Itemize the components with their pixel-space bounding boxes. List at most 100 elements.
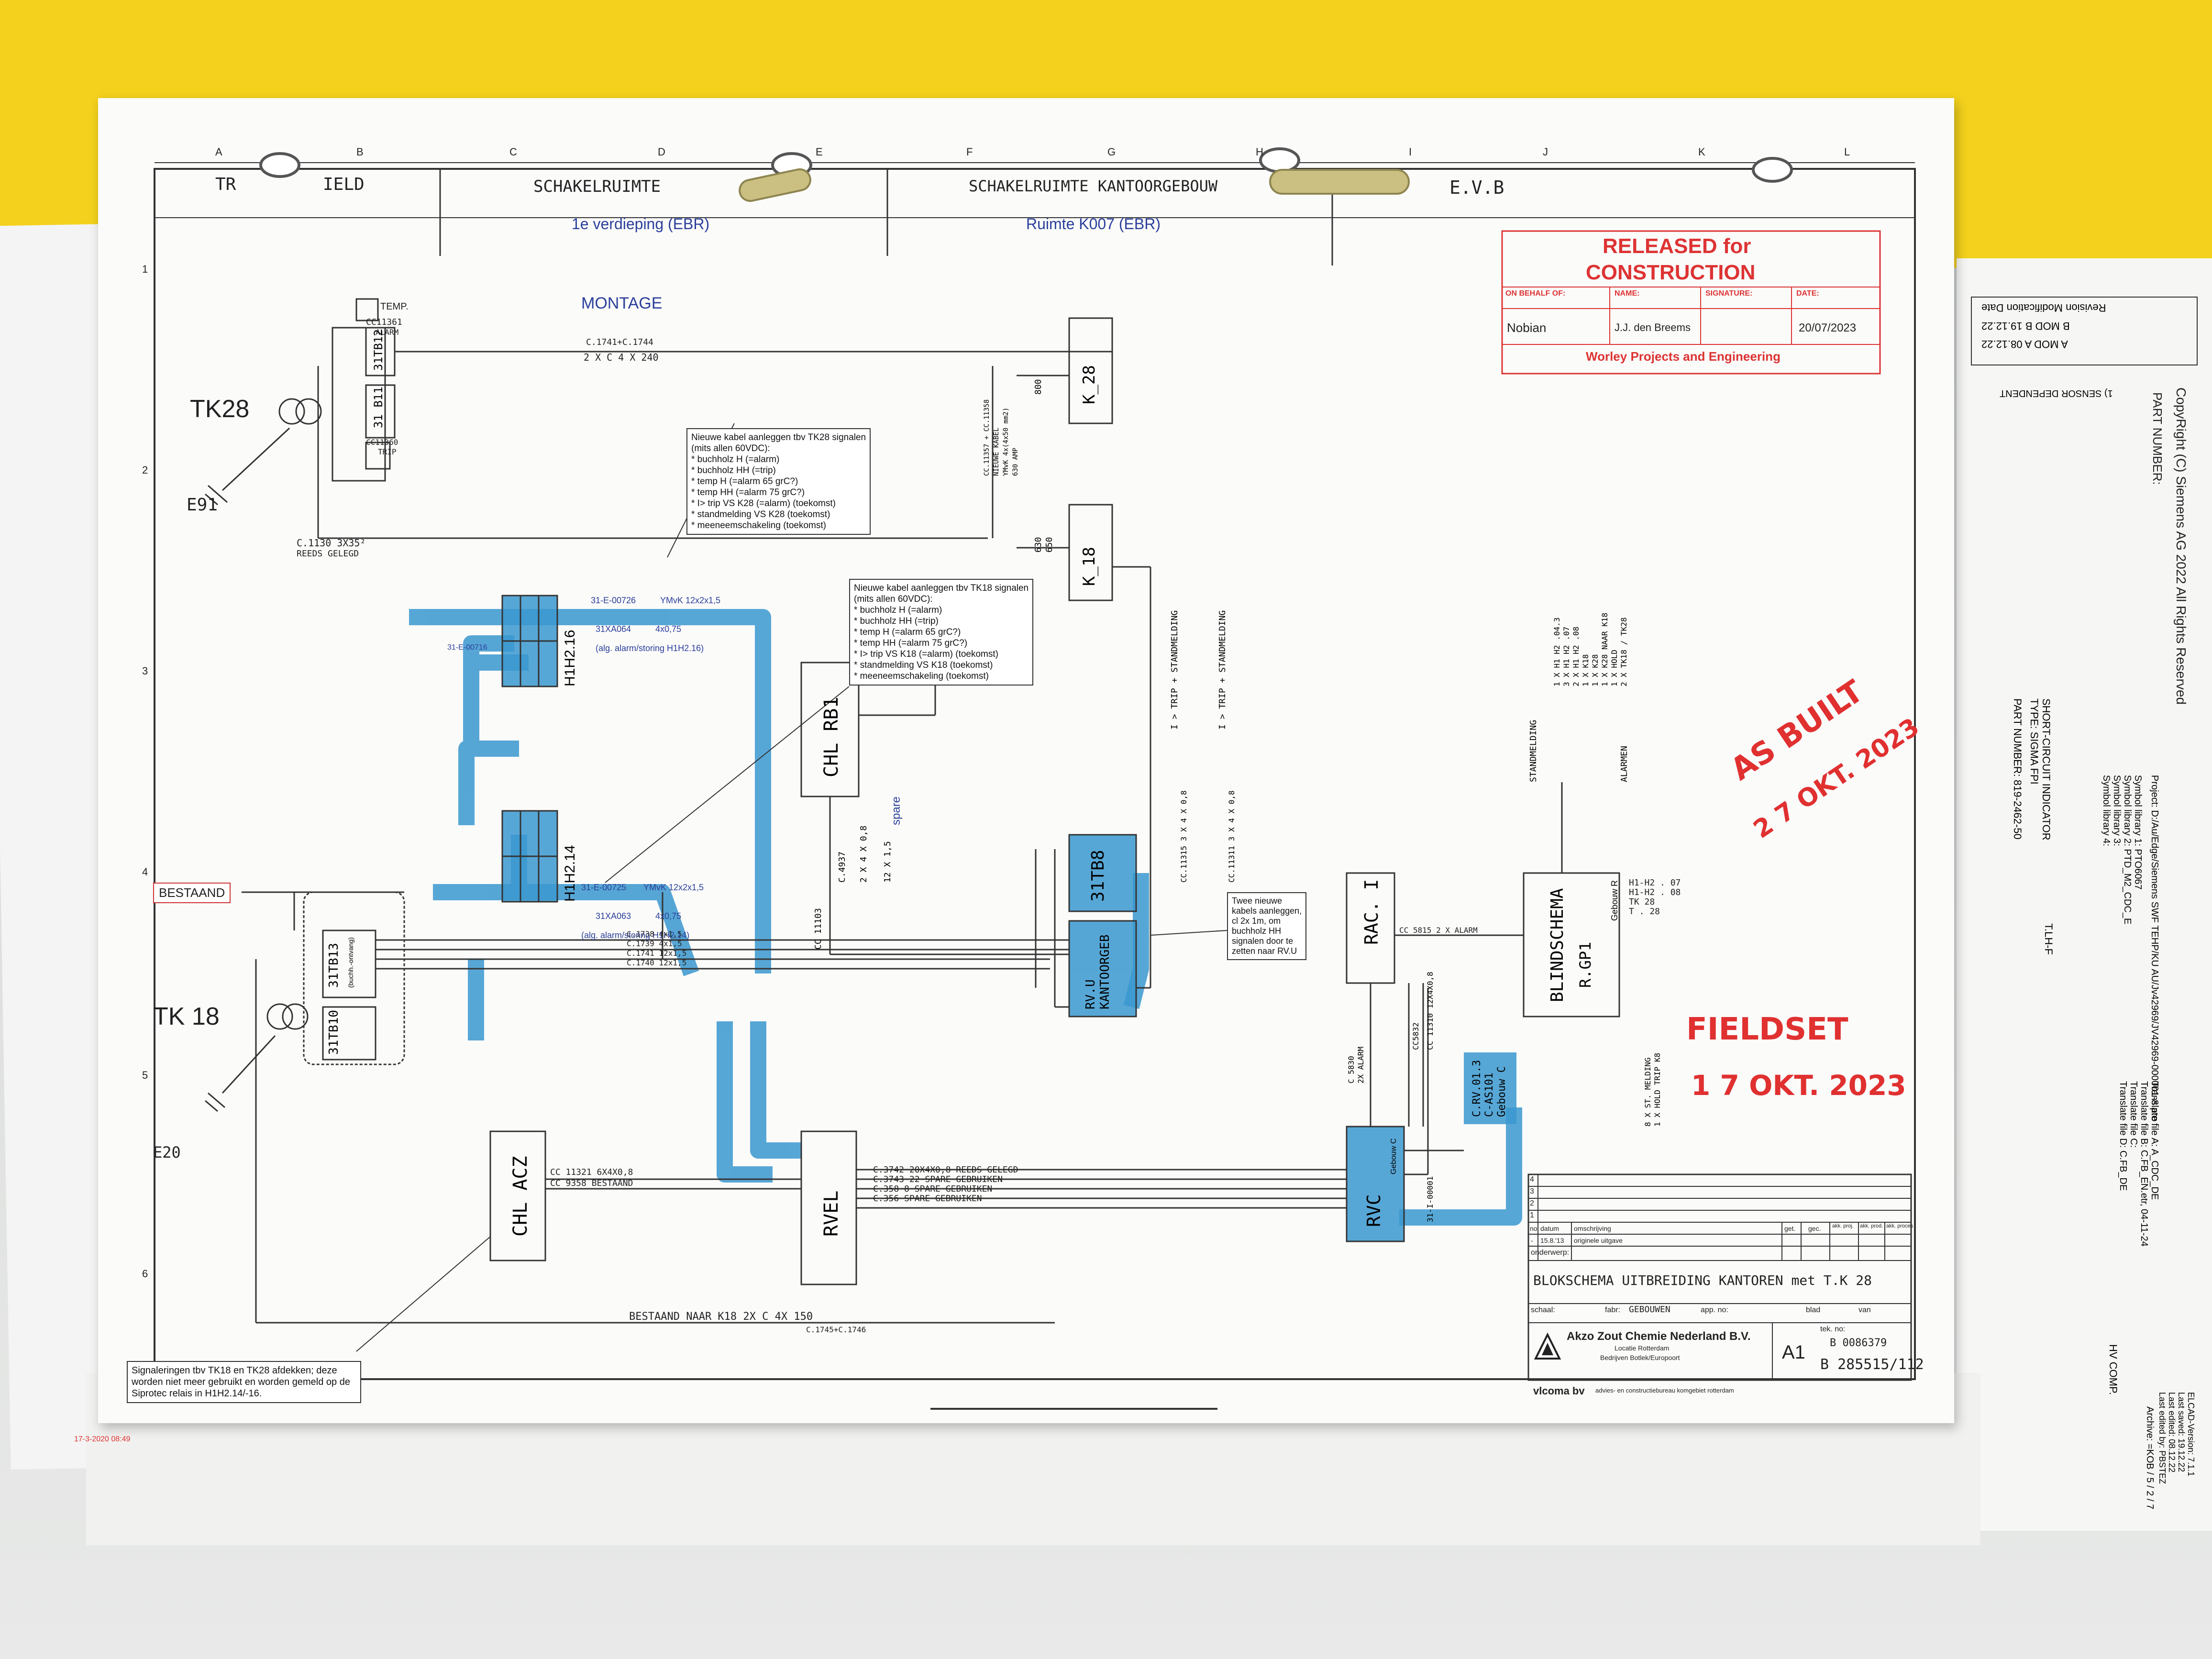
side-part-number-label: PART NUMBER: — [2150, 392, 2165, 485]
header-col4-title: E.V.B — [1449, 177, 1504, 198]
c1130-label: C.1130 3X35² — [297, 537, 366, 549]
right-sheet — [1957, 258, 2212, 1531]
right-item-3: TK 28 — [1629, 897, 1655, 907]
grid-letter-k: K — [1698, 146, 1705, 158]
tk18-note: Nieuwe kabel aanleggen tbv TK18 signalen… — [849, 579, 1034, 686]
twee-note-line: Twee nieuwe — [1232, 896, 1283, 906]
k18-label: K_18 — [1080, 547, 1099, 586]
side-elcad-1: ELCAD-Version: 7.1.1 — [2186, 1392, 2196, 1477]
alarm-label: ALARM — [376, 328, 399, 337]
blindschema-gebouw-label: Gebouw R — [1610, 880, 1619, 921]
c11311-label: CC.11311 3 X 4 X 0,8 — [1227, 790, 1236, 883]
c5830-label: C 5830 — [1347, 1056, 1356, 1084]
grid-letter-c: C — [509, 146, 517, 158]
released-title-2: CONSTRUCTION — [1586, 261, 1756, 284]
tk18-note-line: * standmelding VS K18 (toekomst) — [854, 660, 993, 670]
cc5832-label: CC5832 — [1411, 1022, 1420, 1050]
side-sci: SHORT-CIRCUIT INDICATOR — [2040, 698, 2052, 841]
tk18-note-line: * meeneemschakeling (toekomst) — [854, 671, 989, 681]
rev-row-2: 2 — [1530, 1199, 1534, 1207]
right-item-2: H1-H2 . 08 — [1629, 887, 1681, 897]
c11315-label: CC.11315 3 X 4 X 0,8 — [1179, 790, 1188, 883]
tb10-label: 31TB10 — [327, 1010, 341, 1055]
side-translate-b: Translate file B: C.FB_EN.etr, 04-11-24 — [2139, 1081, 2149, 1247]
sheet-size: A1 — [1782, 1342, 1805, 1363]
crv-label: C.RV.01.3 C-AS101 Gebouw C — [1471, 1060, 1508, 1117]
header-col2-title: SCHAKELRUIMTE — [533, 177, 661, 196]
tk18-note-line: (mits allen 60VDC): — [854, 594, 933, 604]
print-timestamp: 17-3-2020 08:49 — [74, 1435, 131, 1443]
released-footer: Worley Projects and Engineering — [1586, 349, 1781, 364]
side-type: TYPE: SIGMA FPI — [2028, 698, 2040, 785]
e00001-label: 31-I-00001 — [1426, 1176, 1435, 1222]
twee-note-line: zetten naar RV.U — [1232, 946, 1297, 956]
released-name: J.J. den Breems — [1615, 321, 1691, 333]
tk18-note-line: * buchholz H (=alarm) — [854, 605, 942, 615]
tk28-note-line: * meeneemschakeling (toekomst) — [691, 520, 826, 531]
side-symbol-3: Symbol library 3: — [2112, 775, 2122, 846]
row-number-4: 4 — [142, 866, 148, 878]
grid-letter-j: J — [1543, 146, 1548, 158]
reeds-gelegd-label: REEDS GELEGD — [297, 549, 359, 559]
rev-row-3: 3 — [1530, 1187, 1534, 1195]
bl-item-8: 2 X TK18 / TK28 — [1619, 617, 1628, 687]
side-copyright: CopyRight (C) Siemens AG 2022 All Rights… — [2174, 387, 2189, 705]
rvc-gebouw-label: Gebouw C — [1390, 1138, 1398, 1174]
chl-acz-label: CHL ACZ — [509, 1156, 531, 1237]
bl-item-5: 1 X K28 — [1591, 654, 1600, 686]
tk28-note-line: * standmelding VS K28 (toekomst) — [691, 509, 830, 520]
trip-label: TRIP — [378, 447, 397, 456]
spare-label: spare — [890, 796, 903, 825]
hold-trip-label: 1 X HOLD TRIP K8 — [1653, 1052, 1662, 1127]
spec-12x15-label: 12 X 1,5 — [883, 841, 893, 883]
fabr-value: GEBOUWEN — [1629, 1305, 1670, 1315]
c1738-label: C.1738 4x1,5 — [627, 929, 682, 939]
schematic-drawing: A B C D E F G H I J K L 1 2 3 4 5 6 TR I… — [74, 98, 1954, 1443]
c1739-label: C.1739 4x1,5 — [627, 939, 682, 948]
blad-label: blad — [1806, 1306, 1821, 1314]
side-translate-a: Translate file A: A_CDC_DE — [2149, 1081, 2160, 1200]
grid-letter-f: F — [966, 146, 973, 158]
fabr-label: fabr: — [1605, 1306, 1621, 1314]
rev-row-4: 4 — [1530, 1175, 1534, 1183]
tk28-note-line: * buchholz H (=alarm) — [691, 454, 780, 465]
blindschema-label: BLINDSCHEMA — [1548, 888, 1567, 1002]
drawing-number-2: B 285515/112 — [1820, 1356, 1924, 1373]
c1741-label: C.1741+C.1744 — [586, 337, 653, 347]
grid-letter-e: E — [816, 146, 823, 158]
k28-label: K_28 — [1080, 365, 1099, 404]
rev0-no: - — [1531, 1237, 1533, 1244]
drawing-sheet — [98, 98, 1954, 1423]
n630-label: 630 — [1033, 537, 1043, 553]
grid-letter-h: H — [1256, 146, 1263, 158]
side-elcad-2: Last saved: 19.12.22 — [2177, 1392, 2186, 1472]
cc5815-label: CC 5815 2 X ALARM — [1399, 926, 1478, 935]
e91-label: E91 — [187, 495, 218, 515]
fieldset-date: 1 7 OKT. 2023 — [1691, 1069, 1906, 1102]
ymvk2-label: YMvK 12x2x1,5 — [643, 883, 704, 892]
tk28-note-line: Nieuwe kabel aanleggen tbv TK28 signalen — [691, 432, 866, 442]
side-symbol-2: Symbol library 2: PTD_M2_CDC_E — [2122, 775, 2133, 925]
vlcoma-sub: advies- en constructiebureau komgebiet r… — [1595, 1387, 1734, 1394]
alarm2-label: 2X ALARM — [1356, 1046, 1365, 1084]
ymvk4x-label: YMvK 4x(4x50 mm2) — [1002, 407, 1010, 476]
side-translate-d: Translate file D: C.FB_DE — [2118, 1081, 2128, 1191]
spec-2x4-label: 2 X 4 X 0,8 — [859, 825, 869, 883]
header-col3-sub: Ruimte K007 (EBR) — [1026, 215, 1161, 232]
xa063-label: 31XA063 — [596, 911, 631, 921]
schematic-lines — [154, 147, 1916, 1410]
side-tl: T.LH-F — [2043, 923, 2055, 955]
row-number-2: 2 — [142, 464, 148, 476]
e00725-label: 31-E-00725 — [581, 883, 627, 892]
twee-note-line: signalen door te — [1232, 936, 1294, 946]
c3742-label: C.3742 20X4X0,8 REEDS GELEGD — [873, 1165, 1018, 1175]
h1h216-label: H1H2.16 — [562, 630, 578, 686]
tk28-note-line: * temp H (=alarm 65 grC?) — [691, 476, 798, 487]
released-behalf: Nobian — [1507, 321, 1547, 335]
released-date: 20/07/2023 — [1799, 321, 1857, 334]
h1h214-label: H1H2.14 — [562, 845, 578, 902]
right-item-4: T . 28 — [1629, 907, 1660, 917]
side-rev-header: Revision Modification Date — [1981, 302, 2106, 314]
twee-note-line: kabels aanleggen, — [1232, 906, 1302, 916]
c1741-spec: 2 X C 4 X 240 — [584, 352, 659, 363]
